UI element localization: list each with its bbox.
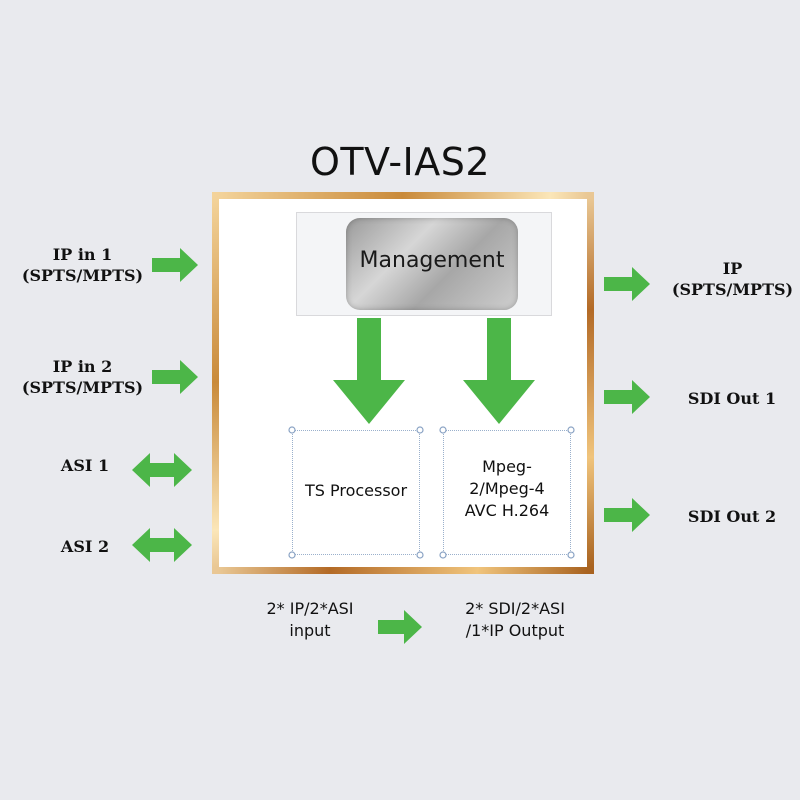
arrow-ip-in-2 <box>152 360 198 394</box>
encoder-line-3: AVC H.264 <box>464 501 550 520</box>
ip-in-1-label: IP in 1 (SPTS/MPTS) <box>10 244 155 286</box>
arrow-ip-out <box>604 267 650 301</box>
encoder-line-1: Mpeg- <box>482 457 532 476</box>
summary-input-line-1: 2* IP/2*ASI <box>266 599 354 618</box>
sdi-out-2-label: SDI Out 2 <box>687 507 777 526</box>
asi-1-label: ASI 1 <box>60 456 110 475</box>
arrow-down-ts <box>333 318 405 424</box>
ts-box-handles <box>288 426 575 559</box>
arrow-asi-2 <box>132 528 192 562</box>
asi-2-label: ASI 2 <box>60 537 110 556</box>
management-label: Management <box>359 248 505 273</box>
arrow-down-encoder <box>463 318 535 424</box>
ts-processor-label: TS Processor <box>304 481 408 500</box>
encoder-box <box>443 430 571 555</box>
ts-processor-box <box>292 430 420 555</box>
arrow-sdi-out-1 <box>604 380 650 414</box>
ip-in-2-label: IP in 2 (SPTS/MPTS) <box>10 356 155 398</box>
summary-input-line-2: input <box>289 621 331 640</box>
ip-in-2-name: IP in 2 <box>52 357 113 376</box>
ip-in-1-name: IP in 1 <box>52 245 113 264</box>
arrow-ip-in-1 <box>152 248 198 282</box>
ip-in-2-type: (SPTS/MPTS) <box>21 378 144 397</box>
ip-out-name: IP <box>722 259 743 278</box>
arrow-asi-1 <box>132 453 192 487</box>
encoder-label: Mpeg- 2/Mpeg-4 AVC H.264 <box>443 456 571 522</box>
summary-output-line-1: 2* SDI/2*ASI <box>465 599 565 618</box>
arrow-sdi-out-2 <box>604 498 650 532</box>
encoder-line-2: 2/Mpeg-4 <box>469 479 545 498</box>
arrow-summary <box>378 610 422 644</box>
management-badge <box>346 218 518 310</box>
ip-out-label: IP (SPTS/MPTS) <box>660 258 800 300</box>
ip-out-type: (SPTS/MPTS) <box>671 280 794 299</box>
device-title: OTV-IAS2 <box>309 140 491 184</box>
summary-output-line-2: /1*IP Output <box>465 621 565 640</box>
summary-output-label: 2* SDI/2*ASI /1*IP Output <box>430 598 600 642</box>
sdi-out-1-label: SDI Out 1 <box>687 389 777 408</box>
ip-in-1-type: (SPTS/MPTS) <box>21 266 144 285</box>
summary-input-label: 2* IP/2*ASI input <box>240 598 380 642</box>
